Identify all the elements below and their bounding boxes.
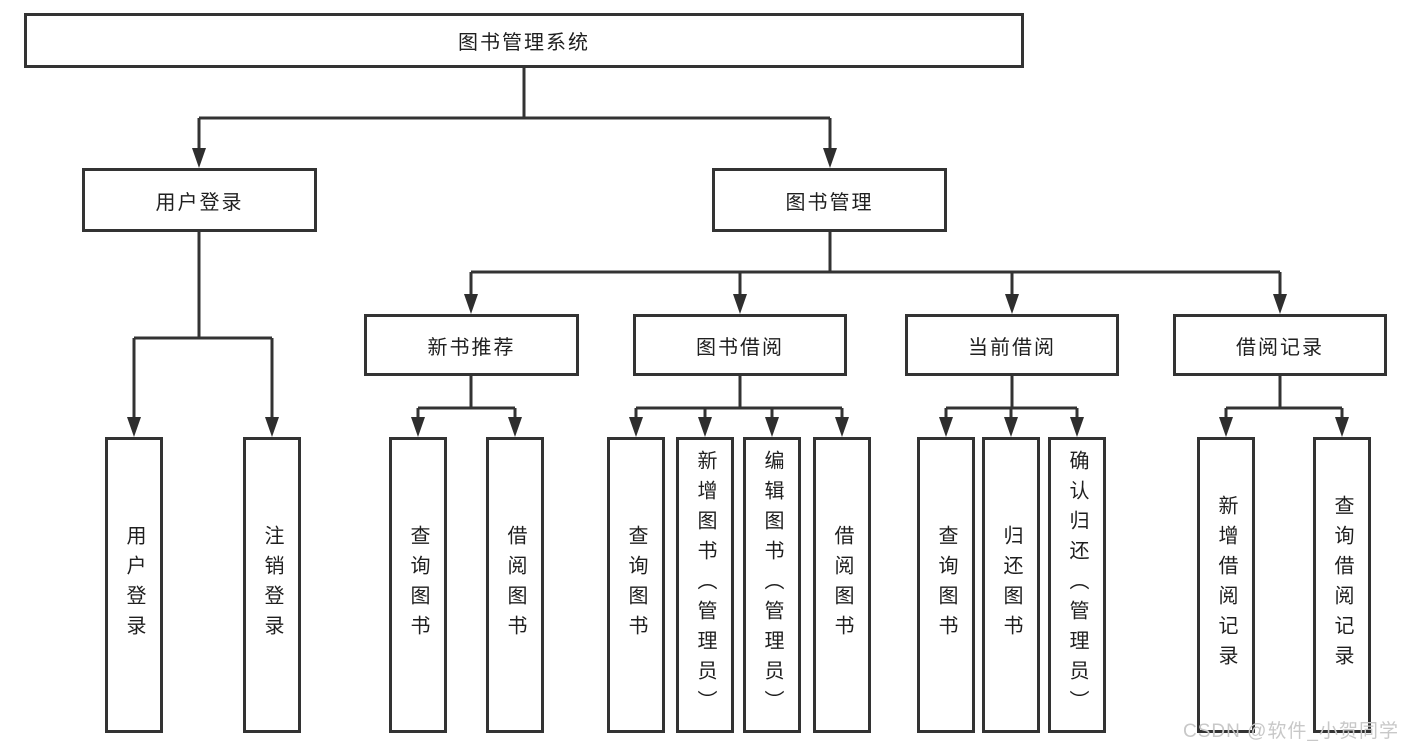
node-new-book-recommendation: 新书推荐 [364,314,579,376]
connector-line [197,68,832,150]
connector-current-borrow-to-leaves [939,376,1084,437]
connector-line [132,232,274,419]
arrow-down-icon [823,148,837,168]
node-current-borrowing: 当前借阅 [905,314,1119,376]
node-query-borrow-record: 查询借阅记录 [1313,437,1371,733]
connector-book-borrow-to-leaves [629,376,849,437]
arrow-down-icon [1004,417,1018,437]
node-borrow-records: 借阅记录 [1173,314,1387,376]
node-query-books-2: 查询图书 [607,437,665,733]
node-label: 借阅记录 [1236,336,1324,359]
node-add-borrow-record: 新增借阅记录 [1197,437,1255,733]
connector-user-login-to-leaves [127,232,279,437]
connector-line [634,376,844,420]
node-label: 当前借阅 [968,336,1056,359]
node-label: 用户登录 [123,525,145,645]
arrow-down-icon [835,417,849,437]
node-label: 编辑图书（管理员） [761,450,783,720]
node-label: 查询借阅记录 [1331,495,1353,675]
node-borrow-books-1: 借阅图书 [486,437,544,733]
node-edit-book-admin: 编辑图书（管理员） [743,437,801,733]
csdn-watermark: CSDN @软件_小贺同学 [1183,721,1399,742]
node-user-login-leaf: 用户登录 [105,437,163,733]
arrow-down-icon [1273,294,1287,314]
arrow-down-icon [265,417,279,437]
arrow-down-icon [1005,294,1019,314]
arrow-down-icon [508,417,522,437]
node-add-book-admin: 新增图书（管理员） [676,437,734,733]
node-label: 新书推荐 [427,336,516,359]
arrow-down-icon [411,417,425,437]
connector-line [416,376,517,420]
node-book-management-system: 图书管理系统 [24,13,1024,68]
node-user-login: 用户登录 [82,168,317,232]
node-logout: 注销登录 [243,437,301,733]
arrow-down-icon [939,417,953,437]
node-confirm-return-admin: 确认归还（管理员） [1048,437,1106,733]
arrow-down-icon [733,294,747,314]
node-label: 归还图书 [1000,525,1022,645]
node-return-book: 归还图书 [982,437,1040,733]
connector-new-book-to-leaves [411,376,522,437]
node-label: 新增借阅记录 [1215,495,1237,675]
arrow-down-icon [464,294,478,314]
connector-line [1224,376,1344,420]
node-label: 借阅图书 [504,525,526,645]
node-query-books-1: 查询图书 [389,437,447,733]
node-query-books-3: 查询图书 [917,437,975,733]
node-label: 借阅图书 [831,525,853,645]
arrow-down-icon [1335,417,1349,437]
connector-root-to-level2 [192,68,837,168]
node-label: 图书管理 [785,191,874,214]
node-book-borrowing: 图书借阅 [633,314,847,376]
arrow-down-icon [192,148,206,168]
node-label: 新增图书（管理员） [694,450,716,720]
connector-book-mgmt-to-level3 [464,232,1287,314]
connector-borrow-records-to-leaves [1219,376,1349,437]
node-borrow-books-2: 借阅图书 [813,437,871,733]
node-label: 图书借阅 [696,336,784,359]
node-label: 图书管理系统 [458,32,590,54]
connector-line [944,376,1079,420]
arrow-down-icon [1070,417,1084,437]
node-book-management: 图书管理 [712,168,947,232]
node-label: 查询图书 [407,525,429,645]
arrow-down-icon [698,417,712,437]
connector-line [469,232,1282,296]
node-label: 确认归还（管理员） [1066,450,1088,720]
arrow-down-icon [765,417,779,437]
arrow-down-icon [127,417,141,437]
node-label: 用户登录 [155,191,244,214]
arrow-down-icon [1219,417,1233,437]
arrow-down-icon [629,417,643,437]
node-label: 查询图书 [935,525,957,645]
node-label: 注销登录 [261,525,283,645]
node-label: 查询图书 [625,525,647,645]
